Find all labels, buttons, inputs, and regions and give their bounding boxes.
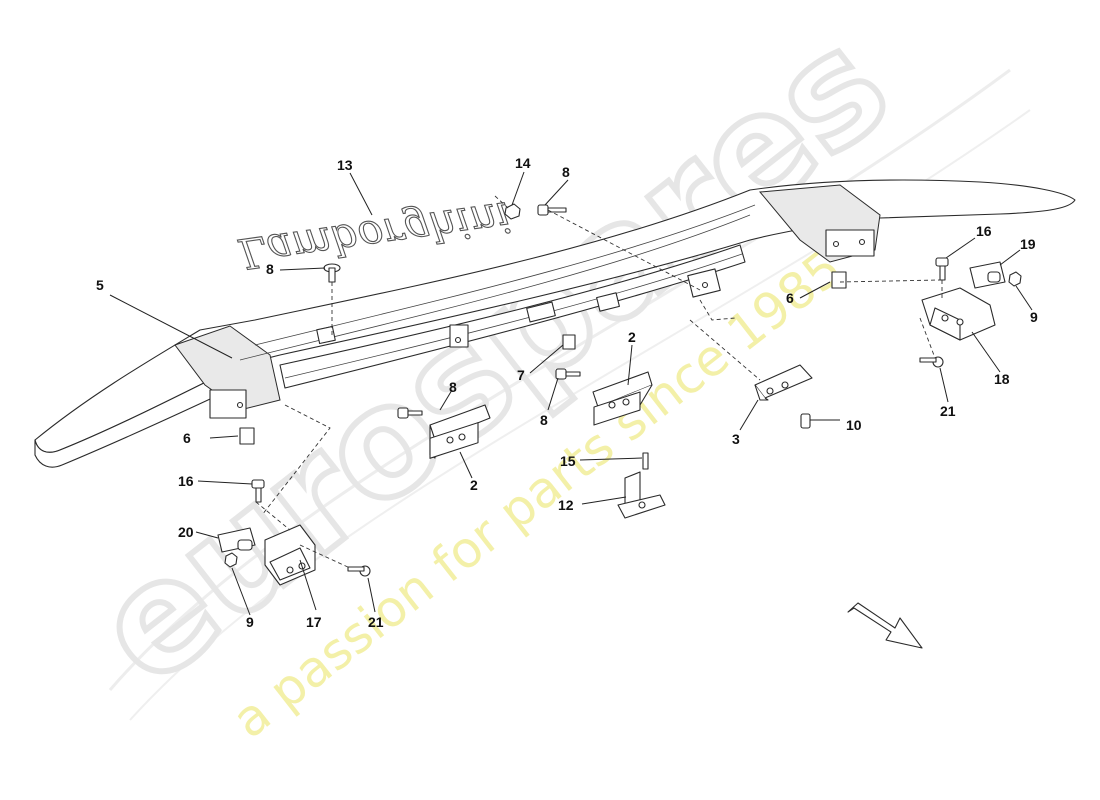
callout-7: 7 (517, 367, 525, 383)
callout-16: 16 (178, 473, 194, 489)
bolt-8-top (537, 204, 567, 216)
bracket-18 (921, 287, 996, 341)
bracket-12 (617, 471, 666, 519)
callout-18: 18 (994, 371, 1010, 387)
beam-hole (701, 281, 709, 289)
callout-20: 20 (178, 524, 194, 540)
callout-5: 5 (96, 277, 104, 293)
callout-19: 19 (1020, 236, 1036, 252)
leader-lines (109, 171, 1033, 616)
bush-10 (800, 413, 811, 429)
beam-tab (449, 324, 469, 348)
bracket-3 (754, 364, 813, 401)
callout-9: 9 (1030, 309, 1038, 325)
watermark-swoosh (108, 68, 1011, 691)
callout-17: 17 (306, 614, 322, 630)
main-beam (34, 179, 1076, 468)
callout-3: 3 (732, 431, 740, 447)
callout-13: 13 (337, 157, 353, 173)
hinge-19 (969, 261, 1006, 289)
bracket-2-right (592, 371, 653, 426)
clip-6-left (239, 427, 255, 445)
bracket-17 (264, 524, 316, 586)
bracket-2-center (429, 404, 491, 459)
callout-10: 10 (846, 417, 862, 433)
screw-21-left (347, 565, 371, 577)
nut-14 (504, 203, 521, 220)
beam-lower-rail (279, 244, 746, 389)
callout-8: 8 (266, 261, 274, 277)
callout-14: 14 (515, 155, 531, 171)
bolt-8-left (323, 263, 341, 283)
beam-end-cap-left (174, 325, 281, 411)
screw-21-right (919, 356, 944, 368)
callout-21: 21 (940, 403, 956, 419)
clip-7 (562, 334, 576, 350)
hinge-20 (217, 527, 256, 553)
callout-16: 16 (976, 223, 992, 239)
beam-hole (454, 336, 462, 344)
nut-9-left (224, 552, 238, 568)
beam-ridge-1 (239, 214, 751, 361)
callout-6: 6 (786, 290, 794, 306)
nut-9-right (1008, 271, 1022, 287)
callout-21: 21 (368, 614, 384, 630)
callout-6: 6 (183, 430, 191, 446)
callout-15: 15 (560, 453, 576, 469)
direction-arrow-icon (847, 602, 923, 649)
callout-8: 8 (449, 379, 457, 395)
callout-2: 2 (470, 477, 478, 493)
callout-2: 2 (628, 329, 636, 345)
bolt-8-mid (397, 407, 423, 419)
bolt-8-right (555, 368, 581, 380)
beam-ridge-3 (284, 253, 743, 379)
callout-8: 8 (562, 164, 570, 180)
assembly-lines (255, 195, 943, 569)
callout-9: 9 (246, 614, 254, 630)
beam-tab (596, 292, 620, 312)
callout-12: 12 (558, 497, 574, 513)
beam-hole (832, 240, 840, 248)
callout-8: 8 (540, 412, 548, 428)
callouts: 13 14 8 8 5 16 19 9 6 2 7 8 8 18 21 10 3… (96, 155, 1038, 630)
beam-tab (526, 301, 556, 323)
beam-hole (236, 401, 244, 409)
clip-6-right (831, 271, 847, 289)
bolt-16-right (935, 257, 949, 281)
beam-hole (858, 238, 866, 246)
stud-15 (642, 452, 649, 470)
beam-tab (316, 325, 336, 345)
